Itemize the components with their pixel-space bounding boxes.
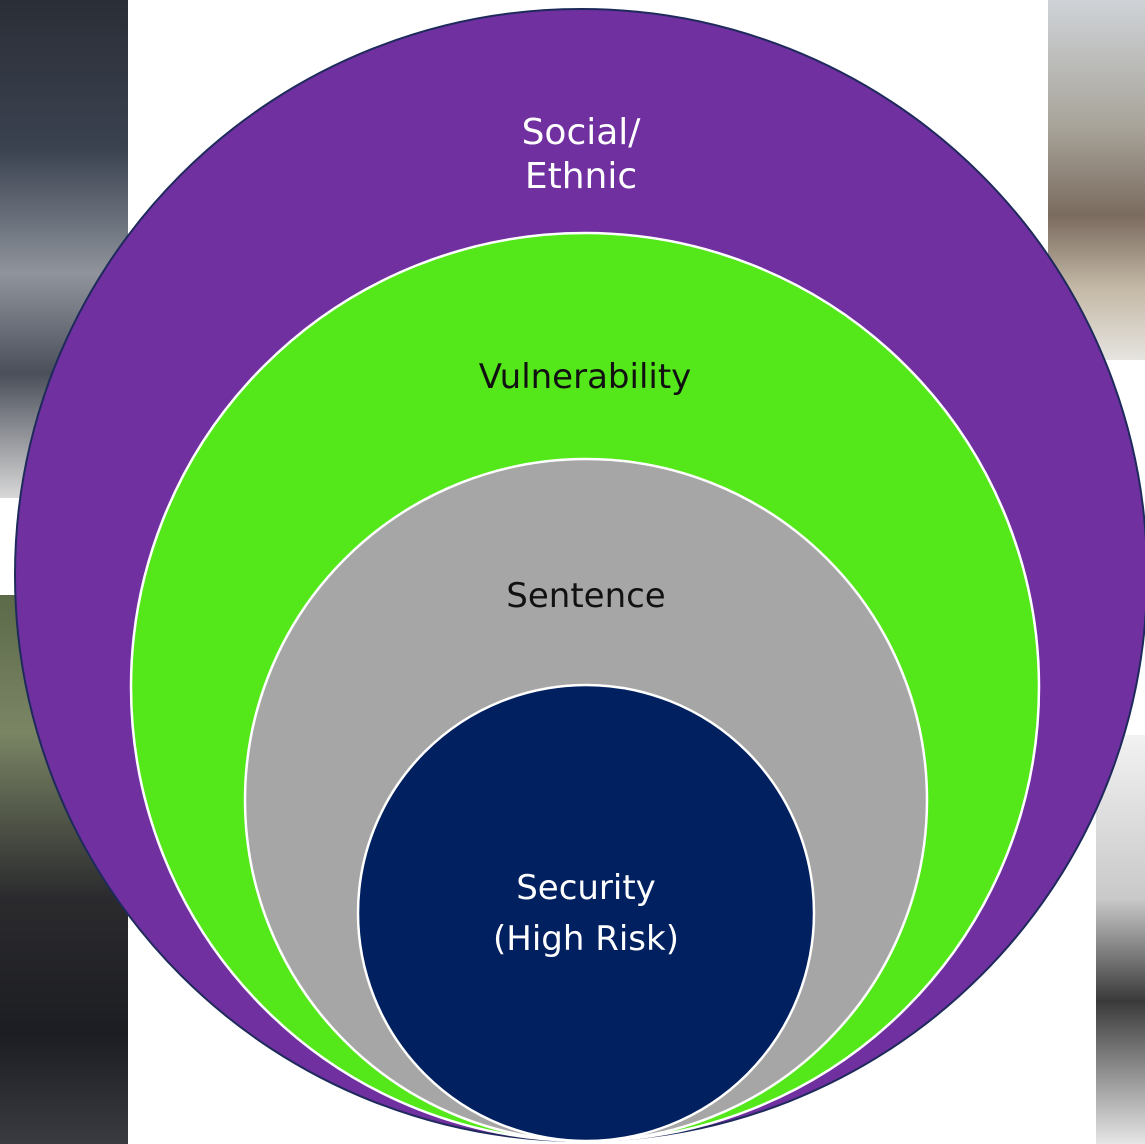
label-vulnerability-line-1: Vulnerability [479, 357, 692, 397]
label-security-line-2: (High Risk) [493, 919, 679, 959]
label-sentence-line-1: Sentence [506, 576, 665, 616]
label-social-ethnic-line-2: Ethnic [525, 156, 637, 197]
label-security-line-1: Security [516, 868, 656, 908]
ring-security [356, 683, 816, 1143]
person-photo [1096, 735, 1145, 1144]
label-social-ethnic-line-1: Social/ [522, 112, 642, 153]
